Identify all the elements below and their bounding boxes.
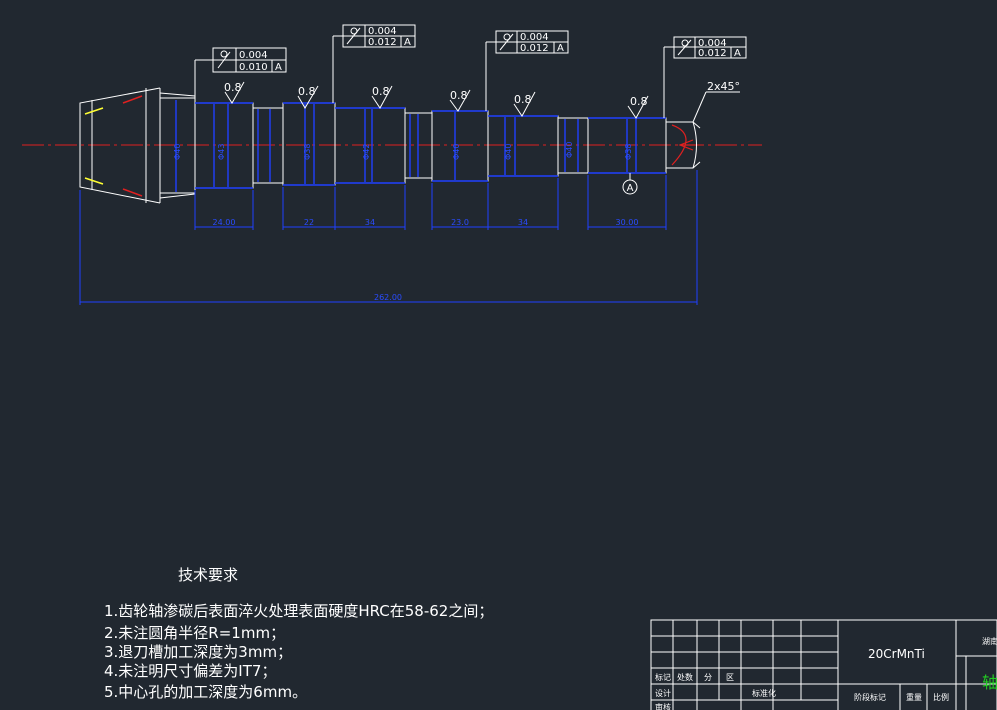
cone-thread-marks [84, 95, 143, 197]
dia-label-2: Φ43 [217, 144, 226, 160]
gdt4-datum: A [734, 48, 741, 59]
dia-label-1: Φ40 [173, 144, 182, 160]
ra-4: 0.8 [450, 89, 468, 102]
part-name: 轴 [982, 673, 997, 692]
chamfer-label: 2x45° [707, 80, 740, 93]
tb-review: 审核 [655, 702, 671, 710]
dim-34a: 34 [365, 218, 375, 227]
tech-note-1: 1.齿轮轴渗碳后表面淬火处理表面硬度HRC在58-62之间； [104, 602, 493, 620]
gdt3-v2: 0.012 [520, 43, 549, 54]
gdt2-v2: 0.012 [368, 37, 397, 48]
dimension-values: 24.00 22 34 23.0 34 30.00 262.00 [213, 218, 639, 302]
gdt1-datum: A [275, 62, 282, 73]
tech-note-4: 4.未注明尺寸偏差为IT7； [104, 662, 276, 680]
dim-23: 23.0 [451, 218, 469, 227]
dia-label-6: Φ40 [504, 144, 513, 160]
tech-title: 技术要求 [178, 566, 238, 584]
gdt2-datum: A [404, 37, 411, 48]
gdt1-v1: 0.004 [239, 50, 268, 61]
datum-symbol [622, 173, 638, 195]
tb-zone: 分 [704, 673, 712, 682]
tech-note-3: 3.退刀槽加工深度为3mm； [104, 643, 292, 661]
tech-note-5: 5.中心孔的加工深度为6mm。 [104, 683, 307, 701]
diameter-labels: Φ40 Φ43 Φ38 Φ42 Φ40 Φ40 Φ40 Φ38 [173, 142, 633, 160]
datum-label: A [627, 183, 634, 194]
gdt-frame-1 [194, 47, 287, 98]
tb-side: 湖南 [982, 636, 997, 646]
tb-zone2: 区 [726, 673, 734, 682]
dia-label-7: Φ40 [565, 142, 574, 158]
tb-std: 标准化 [752, 688, 776, 698]
gdt-frame-4 [663, 36, 747, 118]
ra-3: 0.8 [372, 85, 390, 98]
ra-1: 0.8 [224, 81, 242, 94]
dim-22: 22 [304, 218, 314, 227]
tb-weight: 重量 [906, 692, 922, 702]
center-hole [671, 124, 696, 166]
tech-note-2: 2.未注圆角半径R=1mm； [104, 624, 285, 642]
tb-stage: 阶段标记 [854, 692, 886, 702]
title-block [650, 619, 997, 710]
roughness-symbols [224, 81, 649, 119]
gdt4-v2: 0.012 [698, 48, 727, 59]
gdt4-v1: 0.004 [698, 38, 727, 49]
dim-30: 30.00 [616, 218, 639, 227]
gdt3-datum: A [557, 43, 564, 54]
material-label: 20CrMnTi [868, 647, 925, 661]
ra-6: 0.8 [630, 95, 648, 108]
tb-count: 处数 [677, 672, 693, 682]
dia-label-8: Φ38 [624, 144, 633, 160]
diameter-markings [175, 100, 666, 192]
dim-total: 262.00 [374, 293, 402, 302]
dia-label-5: Φ40 [452, 144, 461, 160]
gdt3-v1: 0.004 [520, 32, 549, 43]
dia-label-4: Φ42 [362, 144, 371, 160]
dim-24: 24.00 [213, 218, 236, 227]
tb-mark: 标记 [655, 672, 671, 682]
tb-design: 设计 [655, 688, 671, 698]
length-dimensions [79, 170, 698, 305]
gdt2-v1: 0.004 [368, 26, 397, 37]
dim-34b: 34 [518, 218, 528, 227]
ra-2: 0.8 [298, 85, 316, 98]
tb-scale: 比例 [933, 692, 949, 702]
gdt-frame-3 [485, 30, 569, 111]
ra-5: 0.8 [514, 93, 532, 106]
gdt-frame-2 [332, 24, 416, 103]
dia-label-3: Φ38 [303, 144, 312, 160]
chamfer-leader [692, 91, 740, 123]
gdt1-v2: 0.010 [239, 62, 268, 73]
